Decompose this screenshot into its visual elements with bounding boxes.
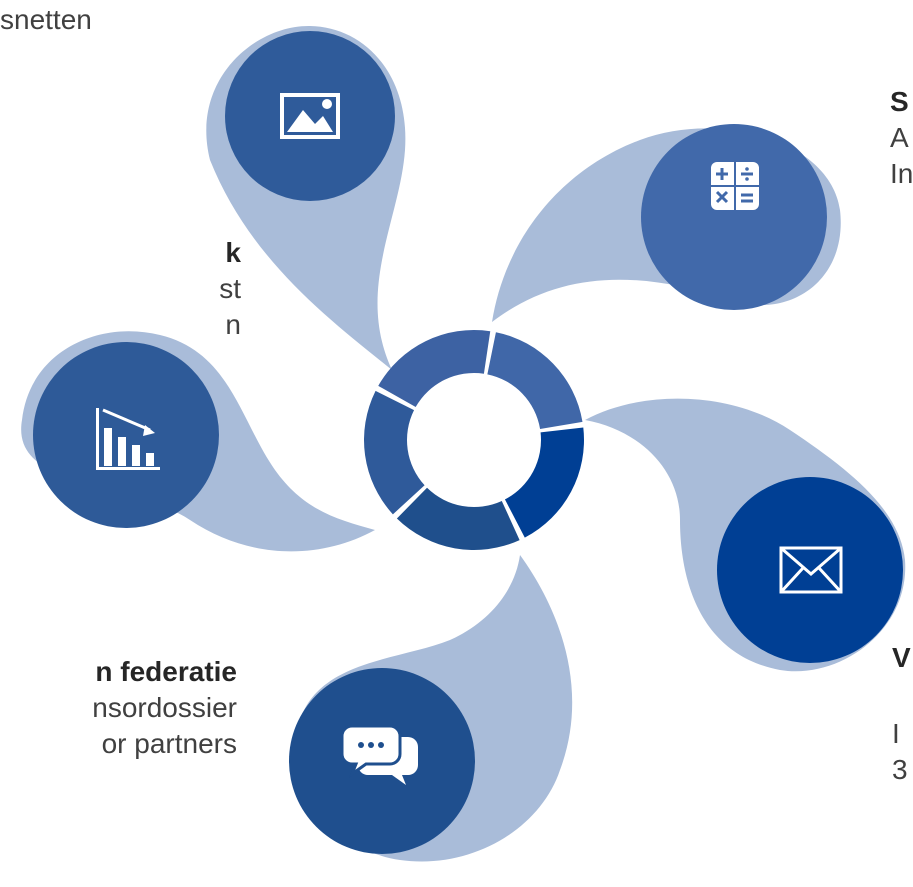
title: n federatie xyxy=(95,656,237,687)
line: In xyxy=(890,158,913,189)
label: snetten xyxy=(0,4,92,35)
ring-segment xyxy=(487,332,583,429)
chart-decline-icon xyxy=(96,408,160,470)
calculator-icon xyxy=(711,162,759,210)
ring-segment xyxy=(363,390,425,515)
node-circle xyxy=(641,124,827,310)
node-circle xyxy=(225,31,395,201)
text-bottom-right-block: V I 3 xyxy=(892,640,911,788)
text-bottom-left-block: n federatie nsordossier or partners xyxy=(92,654,237,762)
node-circle xyxy=(717,477,903,663)
donut-ring xyxy=(363,330,585,550)
envelope-icon xyxy=(779,546,843,594)
line: I xyxy=(892,718,900,749)
line: st xyxy=(219,273,241,304)
node-left xyxy=(33,342,219,528)
line: 3 xyxy=(892,754,908,785)
chat-bubbles-icon xyxy=(340,724,418,785)
ring-segment xyxy=(504,427,585,538)
line: n xyxy=(225,309,241,340)
node-bottom xyxy=(289,668,475,854)
line: or partners xyxy=(101,728,237,759)
line: nsordossier xyxy=(92,692,237,723)
node-top-left xyxy=(225,31,395,201)
node-group xyxy=(33,31,903,854)
title: V xyxy=(892,642,911,673)
node-top-right xyxy=(641,124,827,310)
text-right-block: S A In xyxy=(890,84,913,192)
image-icon xyxy=(280,93,340,139)
node-right xyxy=(717,477,903,663)
text-left-block: k st n xyxy=(219,235,241,343)
line: A xyxy=(890,122,909,153)
node-circle xyxy=(33,342,219,528)
ring-segment xyxy=(396,487,520,550)
ring-segment xyxy=(378,330,491,408)
title: k xyxy=(225,237,241,268)
title: S xyxy=(890,86,909,117)
text-top-left: snetten xyxy=(0,2,92,38)
